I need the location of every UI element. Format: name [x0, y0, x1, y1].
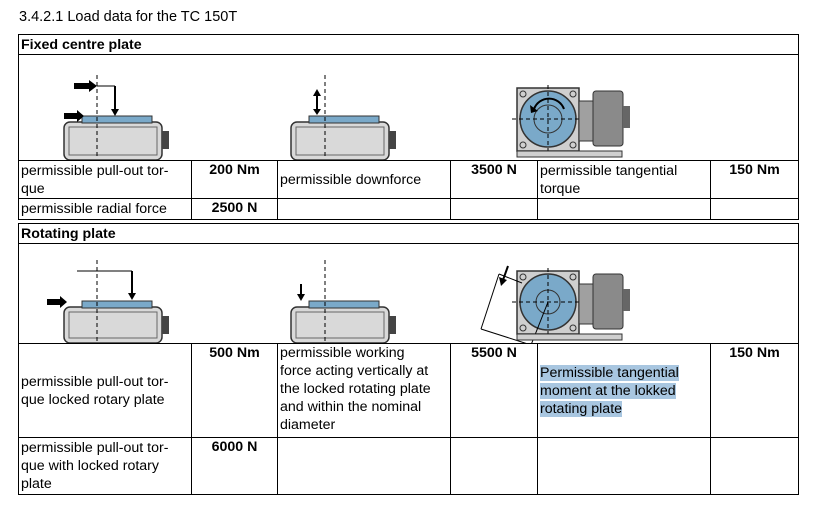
empty-cell — [277, 437, 451, 495]
rotating-force-value: 5500 N — [450, 343, 538, 438]
fixed-plate-title: Fixed centre plate — [17, 34, 800, 55]
fixed-radial-label: permissible radial force — [18, 198, 192, 220]
empty-cell — [277, 198, 451, 220]
fixed-tangential-label: permissible tangential torque — [537, 160, 711, 199]
rotating-pullout-value: 500 Nm — [191, 343, 278, 438]
rotating-pullout-label: permissible pull-out tor- que locked rot… — [18, 343, 192, 438]
fixed-pullout-label: permissible pull-out tor- que — [18, 160, 192, 199]
tangential-torque-illustration — [512, 85, 630, 158]
rotating-plate-table: Rotating plate — [17, 223, 800, 495]
downforce-illustration — [290, 75, 396, 160]
empty-cell — [709, 437, 800, 495]
empty-cell — [450, 198, 538, 220]
fixed-downforce-value: 3500 N — [450, 160, 538, 199]
empty-cell — [709, 198, 800, 220]
fixed-plate-illustrations — [17, 54, 800, 161]
rotating-tangential-value: 150 Nm — [709, 343, 800, 438]
rotating-force-label: permissible working force acting vertica… — [277, 343, 451, 438]
rotating-pullout-illustration — [47, 260, 169, 343]
rotating-plate-diagram — [47, 260, 630, 343]
empty-cell — [537, 437, 711, 495]
pullout-torque-illustration — [63, 75, 169, 160]
rotating-plate-illustrations — [17, 243, 800, 344]
empty-cell — [450, 437, 538, 495]
empty-cell — [537, 198, 711, 220]
fixed-radial-value: 2500 N — [191, 198, 278, 220]
fixed-centre-plate-table: Fixed centre plate — [17, 34, 800, 220]
section-heading: 3.4.2.1 Load data for the TC 150T — [19, 9, 238, 25]
fixed-downforce-label: permissible downforce — [277, 160, 451, 199]
rotating-tangential-label-cell: Permissible tangential moment at the lok… — [537, 343, 711, 438]
rotating-tangential-illustration — [480, 265, 630, 343]
rotating-tangential-label: Permissible tangential moment at the lok… — [540, 364, 679, 417]
fixed-pullout-value: 200 Nm — [191, 160, 278, 199]
fixed-tangential-value: 150 Nm — [709, 160, 800, 199]
rotating-force-illustration — [290, 260, 396, 343]
rotating-locked-pullout-value: 6000 N — [191, 437, 278, 495]
rotating-plate-title: Rotating plate — [17, 223, 800, 244]
rotating-locked-pullout-label: permissible pull-out tor- que with locke… — [18, 437, 192, 495]
fixed-plate-diagram — [63, 75, 630, 160]
